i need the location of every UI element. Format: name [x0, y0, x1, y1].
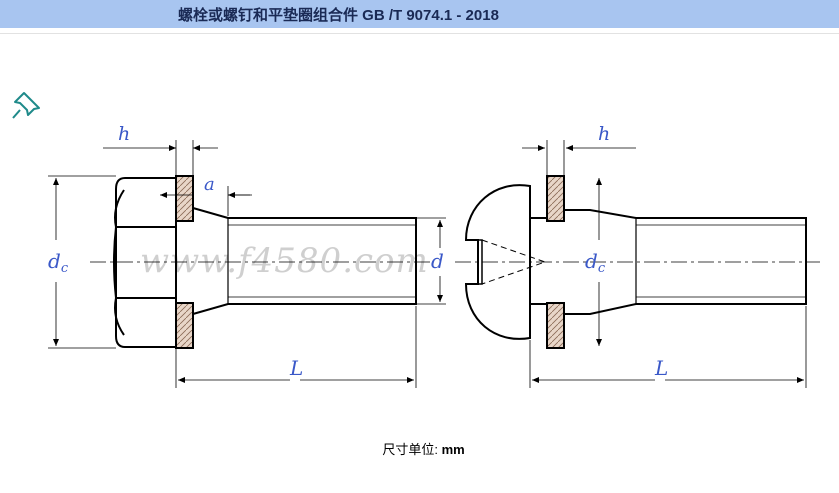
label-d: d: [431, 249, 444, 273]
hex-head: [113, 177, 177, 348]
dimension-L-right: [529, 306, 807, 388]
dimension-h-left: [103, 140, 218, 176]
label-dc-right: dc: [585, 249, 606, 276]
screw-shank: [530, 209, 807, 315]
label-a: a: [204, 174, 215, 195]
label-dc-left: dc: [48, 249, 69, 276]
bolt-shank: [192, 207, 417, 315]
page-title: 螺栓或螺钉和平垫圈组合件 GB /T 9074.1 - 2018: [178, 7, 499, 24]
title-bar: 螺栓或螺钉和平垫圈组合件 GB /T 9074.1 - 2018: [0, 0, 839, 28]
label-h-left: h: [118, 123, 130, 145]
dimension-a: [160, 186, 252, 216]
washer-right: [546, 175, 565, 349]
hex-bolt-assembly: h a dc d: [48, 123, 446, 388]
label-L-left: L: [289, 356, 303, 380]
header-divider: [0, 33, 839, 34]
watermark-text: www.f4580.com: [140, 241, 429, 281]
dimension-dc-left: [48, 175, 116, 349]
washer-left: [175, 175, 194, 349]
unit-caption: 尺寸单位: mm: [0, 439, 839, 458]
dimension-h-right: [522, 140, 636, 176]
dimension-L-left: [175, 306, 417, 388]
pushpin-icon[interactable]: [10, 88, 44, 122]
label-h-right: h: [598, 123, 610, 145]
unit-value: mm: [441, 442, 465, 457]
dimension-d: [416, 217, 446, 305]
label-L-right: L: [654, 356, 668, 380]
unit-label: 尺寸单位:: [382, 442, 438, 457]
pan-head-screw-assembly: h dc L: [455, 123, 820, 388]
